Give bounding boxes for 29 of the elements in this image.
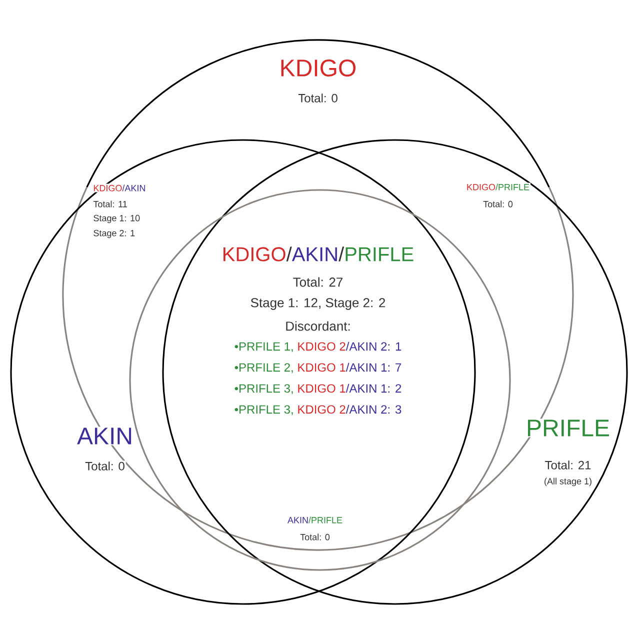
label: KDIGO (224, 247, 286, 262)
set-title: PRIFLE (525, 418, 612, 438)
label: PRIFLE (346, 247, 414, 262)
set-title: KDIGO (278, 58, 358, 78)
region-label: Total: 11 (92, 200, 128, 208)
set-count: Total: 21 (544, 460, 592, 470)
region-label: •PRFILE 1, KDIGO 2/AKIN 2: 1 (233, 340, 403, 354)
region-label: Total: 0 (299, 532, 331, 542)
region-label: Stage 1: 10 (92, 214, 142, 224)
region-label: •PRIFLE 3, KDIGO 2/AKIN 2: 3 (233, 404, 403, 416)
region-label: KDIGO/PRIFLE (466, 182, 530, 192)
label: / (286, 246, 292, 262)
region-label: AKIN/PRIFLE (286, 516, 344, 524)
set-count: (All stage 1) (543, 476, 593, 488)
region-label: •PRFILE 2, KDIGO 1/AKIN 1: 7 (233, 362, 403, 374)
label: / (338, 246, 344, 262)
venn-circle (162, 139, 628, 605)
region-label: Stage 2: 1 (92, 228, 136, 240)
region-label: •PRIFLE 3, KDIGO 1/AKIN 1: 2 (233, 382, 403, 396)
region-label: Discordant: (284, 320, 352, 332)
set-count: Total: 0 (84, 460, 126, 472)
region-label: Total: 27 (292, 276, 344, 288)
region-label: KDIGO/AKIN/PRIFLE (220, 246, 416, 262)
region-label: Stage 1: 12, Stage 2: 2 (249, 297, 387, 311)
label: AKIN (292, 247, 337, 262)
set-title: AKIN (76, 426, 134, 446)
set-count: Total: 0 (297, 92, 339, 104)
region-label: Total: 0 (482, 200, 514, 208)
region-label: KDIGO/AKIN (92, 184, 147, 192)
